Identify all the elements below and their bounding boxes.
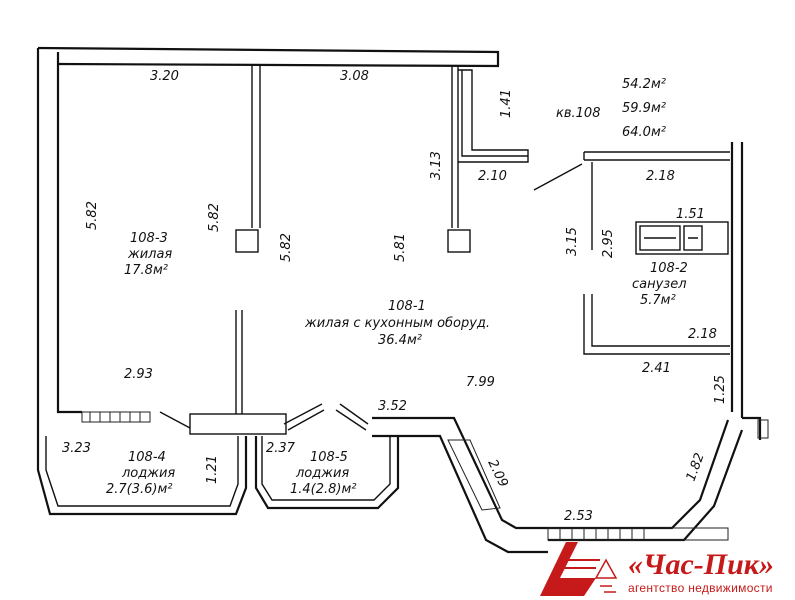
dimension-label: 1.21 (205, 455, 220, 484)
apartment-area-2: 59.9м² (622, 101, 666, 116)
room-108-4-id: 108-4 (128, 450, 166, 465)
apartment-info: кв.108 54.2м² 59.9м² 64.0м² (556, 77, 666, 140)
agency-logo: «Час-Пик» агентство недвижимости (540, 542, 774, 596)
dimension-label: 5.82 (207, 203, 222, 232)
dimension-label: 5.82 (85, 201, 100, 230)
dimension-label: 2.18 (646, 169, 675, 184)
outer-walls (36, 46, 762, 542)
logo-subtitle: агентство недвижимости (628, 581, 773, 595)
room-108-2-area: 5.7м² (640, 293, 676, 308)
dimension-label: 1.25 (713, 375, 728, 404)
dimension-label: 3.52 (378, 399, 407, 414)
dimension-label: 3.15 (565, 227, 580, 256)
dimension-label: 1.41 (499, 89, 514, 118)
logo-title: «Час-Пик» (628, 548, 774, 581)
room-108-1-name: жилая с кухонным оборуд. (304, 316, 490, 331)
dimension-labels: 3.20 3.08 1.41 5.82 5.82 5.82 5.81 3.13 … (62, 69, 728, 524)
room-108-5-area: 1.4(2.8)м² (290, 482, 357, 497)
dimension-label: 2.09 (484, 457, 510, 490)
apartment-area-3: 64.0м² (622, 125, 666, 140)
room-108-3-id: 108-3 (130, 231, 168, 246)
dimension-label: 2.53 (564, 509, 593, 524)
dimension-label: 2.37 (266, 441, 296, 456)
dimension-label: 3.13 (429, 151, 444, 180)
room-108-2-id: 108-2 (650, 261, 688, 276)
room-108-4-name: лоджия (121, 466, 175, 481)
loggias (36, 432, 400, 516)
inner-walls (159, 66, 730, 554)
dimension-label: 2.10 (478, 169, 507, 184)
dimension-label: 2.95 (601, 229, 616, 258)
logo-mark-icon (540, 542, 618, 596)
room-108-1-area: 36.4м² (378, 333, 422, 348)
dimension-label: 1.82 (684, 451, 708, 483)
dimension-label: 1.51 (676, 207, 705, 222)
window-hatching (81, 411, 769, 541)
dimension-label: 3.23 (62, 441, 91, 456)
room-108-3-area: 17.8м² (124, 263, 168, 278)
dimension-label: 7.99 (466, 375, 495, 390)
room-108-5-name: лоджия (295, 466, 349, 481)
room-labels: 108-3 жилая 17.8м² 108-1 жилая с кухонны… (106, 231, 688, 497)
dimension-label: 2.93 (124, 367, 153, 382)
dimension-label: 5.82 (279, 233, 294, 262)
dimension-label: 2.18 (688, 327, 717, 342)
apartment-area-1: 54.2м² (622, 77, 666, 92)
apartment-number: кв.108 (556, 106, 600, 121)
room-108-5-id: 108-5 (310, 450, 348, 465)
dimension-label: 2.41 (642, 361, 671, 376)
room-108-1-id: 108-1 (388, 299, 426, 314)
dimension-label: 3.08 (340, 69, 369, 84)
dimension-label: 3.20 (150, 69, 179, 84)
dimension-label: 5.81 (393, 233, 408, 262)
room-108-2-name: санузел (632, 277, 687, 292)
room-108-4-area: 2.7(3.6)м² (106, 482, 173, 497)
room-108-3-name: жилая (127, 247, 172, 262)
